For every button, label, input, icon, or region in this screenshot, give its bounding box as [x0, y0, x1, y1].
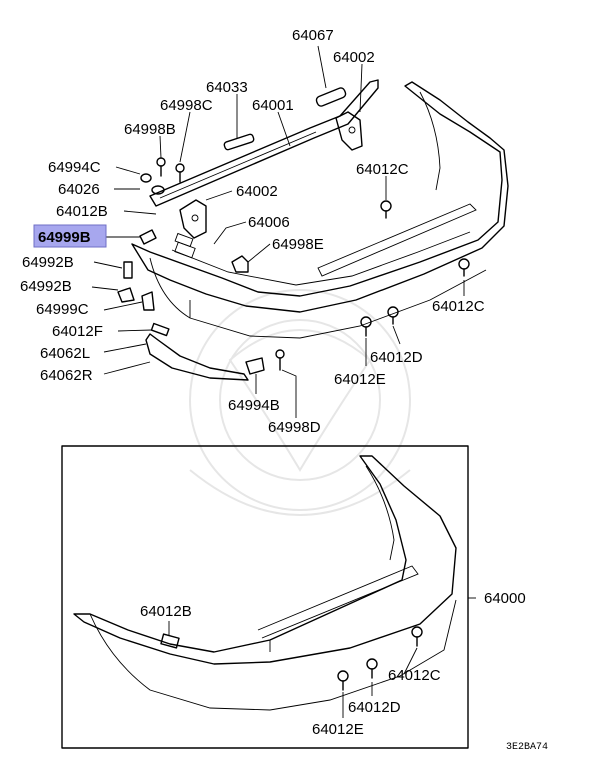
label-64001[interactable]: 64001 — [252, 97, 294, 114]
label-64012B-top[interactable]: 64012B — [56, 203, 108, 220]
label-64012E-box[interactable]: 64012E — [312, 721, 364, 738]
side-garnish-64062 — [145, 333, 249, 381]
pad-64033 — [223, 133, 255, 151]
label-64012C-top[interactable]: 64012C — [356, 161, 409, 178]
rear-bumper-cover-upper — [131, 81, 509, 339]
label-64002-top[interactable]: 64002 — [333, 49, 375, 66]
selected-part-highlight — [33, 224, 107, 248]
label-64994C[interactable]: 64994C — [48, 159, 101, 176]
label-64998B[interactable]: 64998B — [124, 121, 176, 138]
label-64012C-box[interactable]: 64012C — [388, 667, 441, 684]
label-64999C[interactable]: 64999C — [36, 301, 89, 318]
label-64998C[interactable]: 64998C — [160, 97, 213, 114]
label-64012D-top[interactable]: 64012D — [370, 349, 423, 366]
label-64067[interactable]: 64067 — [292, 27, 334, 44]
clips-and-fasteners — [117, 157, 470, 375]
label-64012D-box[interactable]: 64012D — [348, 699, 401, 716]
bumper-support-rail — [149, 79, 379, 207]
label-64012C-right[interactable]: 64012C — [432, 298, 485, 315]
bracket-64002-top — [335, 111, 363, 151]
label-64999B-selected[interactable]: 64999B — [38, 229, 91, 246]
label-64012E-top[interactable]: 64012E — [334, 371, 386, 388]
label-64012B-box[interactable]: 64012B — [140, 603, 192, 620]
label-64998E[interactable]: 64998E — [272, 236, 324, 253]
seal-strip-64067 — [315, 87, 347, 107]
label-64994B[interactable]: 64994B — [228, 397, 280, 414]
leader-lines — [91, 45, 476, 718]
label-64002-mid[interactable]: 64002 — [236, 183, 278, 200]
bracket-64002-mid — [179, 199, 207, 239]
label-64006[interactable]: 64006 — [248, 214, 290, 231]
label-64992B-2[interactable]: 64992B — [20, 278, 72, 295]
label-64026[interactable]: 64026 — [58, 181, 100, 198]
label-64033[interactable]: 64033 — [206, 79, 248, 96]
label-64000[interactable]: 64000 — [484, 590, 526, 607]
label-64062R[interactable]: 64062R — [40, 367, 93, 384]
label-64062L[interactable]: 64062L — [40, 345, 90, 362]
label-64998D[interactable]: 64998D — [268, 419, 321, 436]
assembly-box-64000 — [61, 445, 469, 749]
label-64012F[interactable]: 64012F — [52, 323, 103, 340]
label-64992B-1[interactable]: 64992B — [22, 254, 74, 271]
watermark-emblem — [189, 289, 411, 516]
diagram-code: 3E2BA74 — [506, 742, 548, 753]
